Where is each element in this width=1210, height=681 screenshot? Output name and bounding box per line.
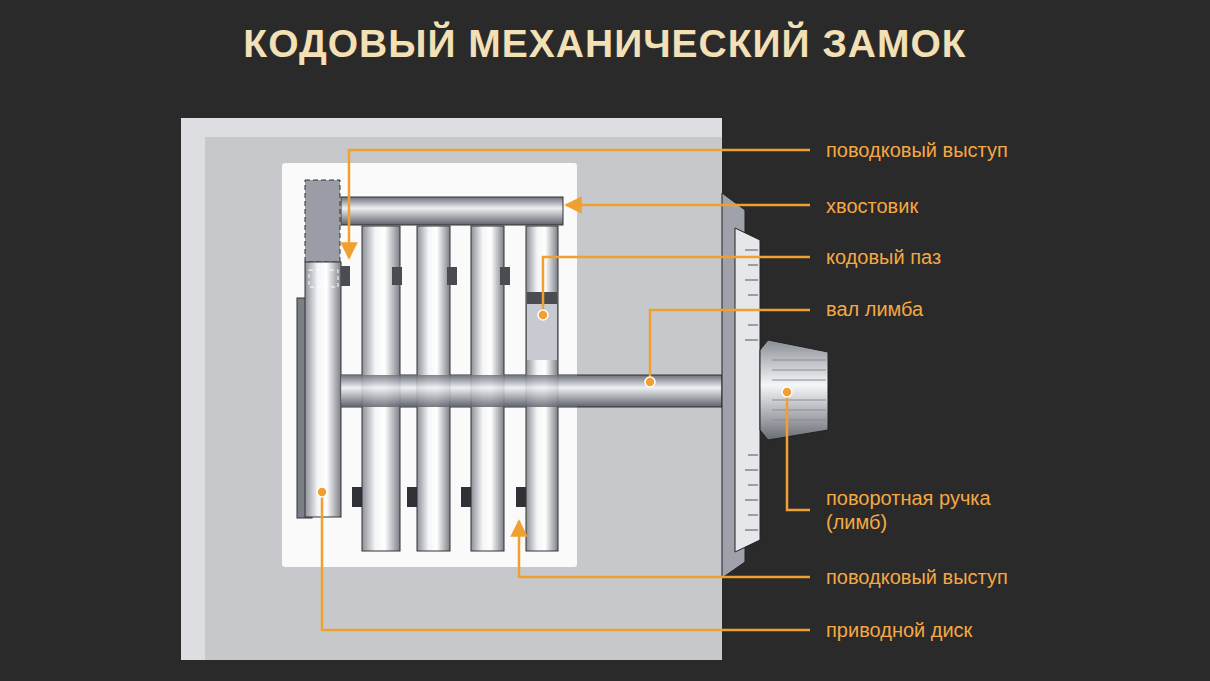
part-label: поводковый выступ: [826, 565, 1008, 589]
part-label: поводковый выступ: [826, 138, 1008, 162]
page-title: КОДОВЫЙ МЕХАНИЧЕСКИЙ ЗАМОК: [0, 22, 1210, 66]
part-label: хвостовик: [826, 194, 918, 218]
part-label: кодовый паз: [826, 245, 941, 269]
part-label: поворотная ручка (лимб): [826, 486, 1021, 534]
part-label: приводной диск: [826, 618, 972, 642]
part-label: вал лимба: [826, 297, 923, 321]
